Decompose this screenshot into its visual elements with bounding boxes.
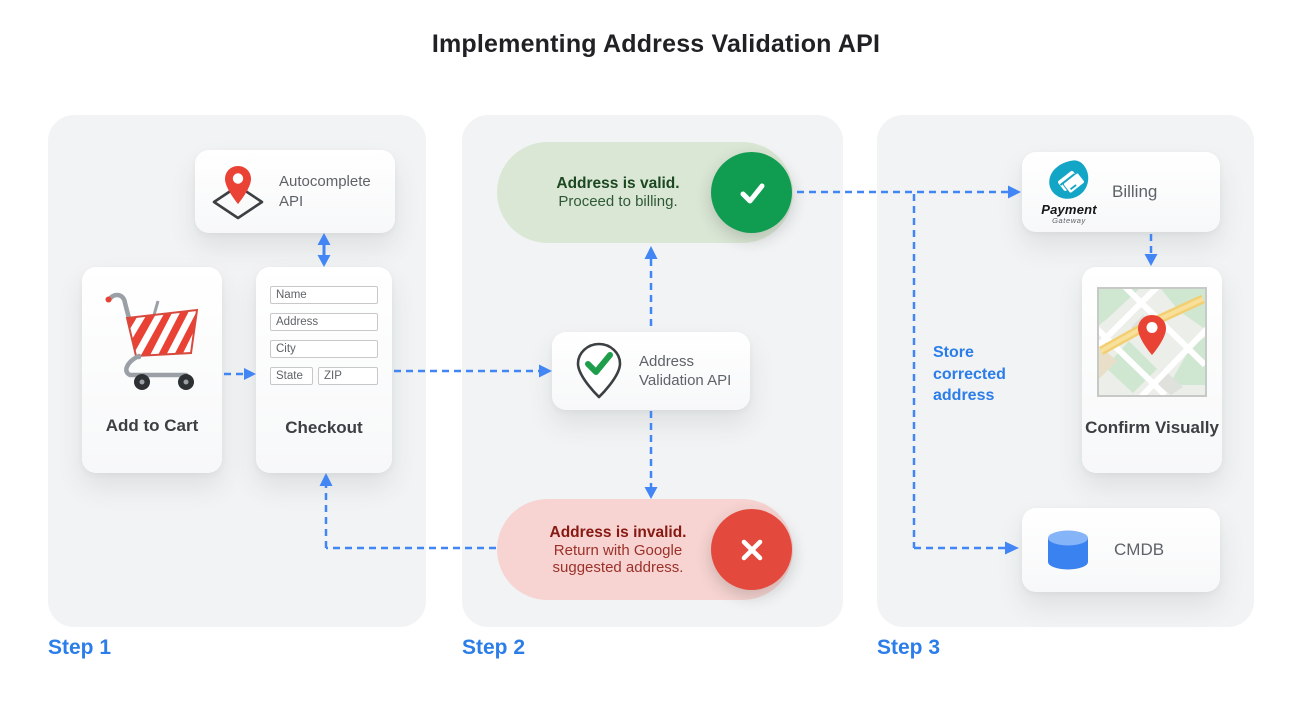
city-field: City <box>270 340 378 358</box>
address-validation-api-card: Address Validation API <box>552 332 750 410</box>
x-icon <box>735 533 769 567</box>
step2-label: Step 2 <box>462 636 526 659</box>
cmdb-card: CMDB <box>1022 508 1220 592</box>
billing-label: Billing <box>1112 181 1158 201</box>
billing-card: Payment Gateway Billing <box>1022 152 1220 232</box>
zip-field: ZIP <box>318 367 378 385</box>
map-pin-icon <box>1138 315 1166 355</box>
autocomplete-api-card: Autocomplete API <box>195 150 395 233</box>
add-to-cart-card: Add to Cart <box>82 267 222 473</box>
checkout-label: Checkout <box>285 418 363 437</box>
map-thumbnail <box>1097 287 1207 397</box>
invalid-x-badge <box>711 509 792 590</box>
address-valid-pill: Address is valid. Proceed to billing. <box>497 142 793 243</box>
step1-label: Step 1 <box>48 636 112 659</box>
confirm-visually-card: Confirm Visually <box>1082 267 1222 473</box>
autocomplete-map-pin-icon <box>209 162 267 222</box>
validation-pin-check-icon <box>574 342 624 400</box>
valid-pill-title: Address is valid. <box>556 175 680 192</box>
add-to-cart-label: Add to Cart <box>105 416 199 435</box>
confirm-visually-label: Confirm Visually <box>1085 418 1219 437</box>
page-title: Implementing Address Validation API <box>431 30 881 58</box>
database-icon <box>1044 526 1092 574</box>
payment-gateway-blob-icon <box>1049 160 1089 199</box>
checkout-card: Name Address City State ZIP Checkout <box>256 267 392 473</box>
invalid-pill-subtitle: Return with Google suggested address. <box>552 541 684 576</box>
payment-gateway-logo: Payment Gateway <box>1036 159 1102 225</box>
step3-label: Step 3 <box>877 636 941 659</box>
store-corrected-address-note: Store corrected address <box>933 344 1006 405</box>
shopping-cart-icon <box>94 289 210 406</box>
state-field: State <box>270 367 313 385</box>
checkout-form: Name Address City State ZIP <box>270 286 378 385</box>
valid-check-badge <box>711 152 792 233</box>
cmdb-label: CMDB <box>1114 539 1165 559</box>
valid-pill-subtitle: Proceed to billing. <box>558 193 678 210</box>
name-field: Name <box>270 286 378 304</box>
address-field: Address <box>270 313 378 331</box>
autocomplete-api-label: Autocomplete API <box>279 173 371 210</box>
payment-gateway-logo-subtitle: Gateway <box>1052 216 1086 225</box>
address-validation-api-label: Address Validation API <box>639 352 732 390</box>
invalid-pill-title: Address is invalid. <box>549 523 687 541</box>
address-invalid-pill: Address is invalid. Return with Google s… <box>497 499 793 600</box>
check-icon <box>733 174 771 212</box>
payment-gateway-logo-title: Payment <box>1041 202 1097 217</box>
